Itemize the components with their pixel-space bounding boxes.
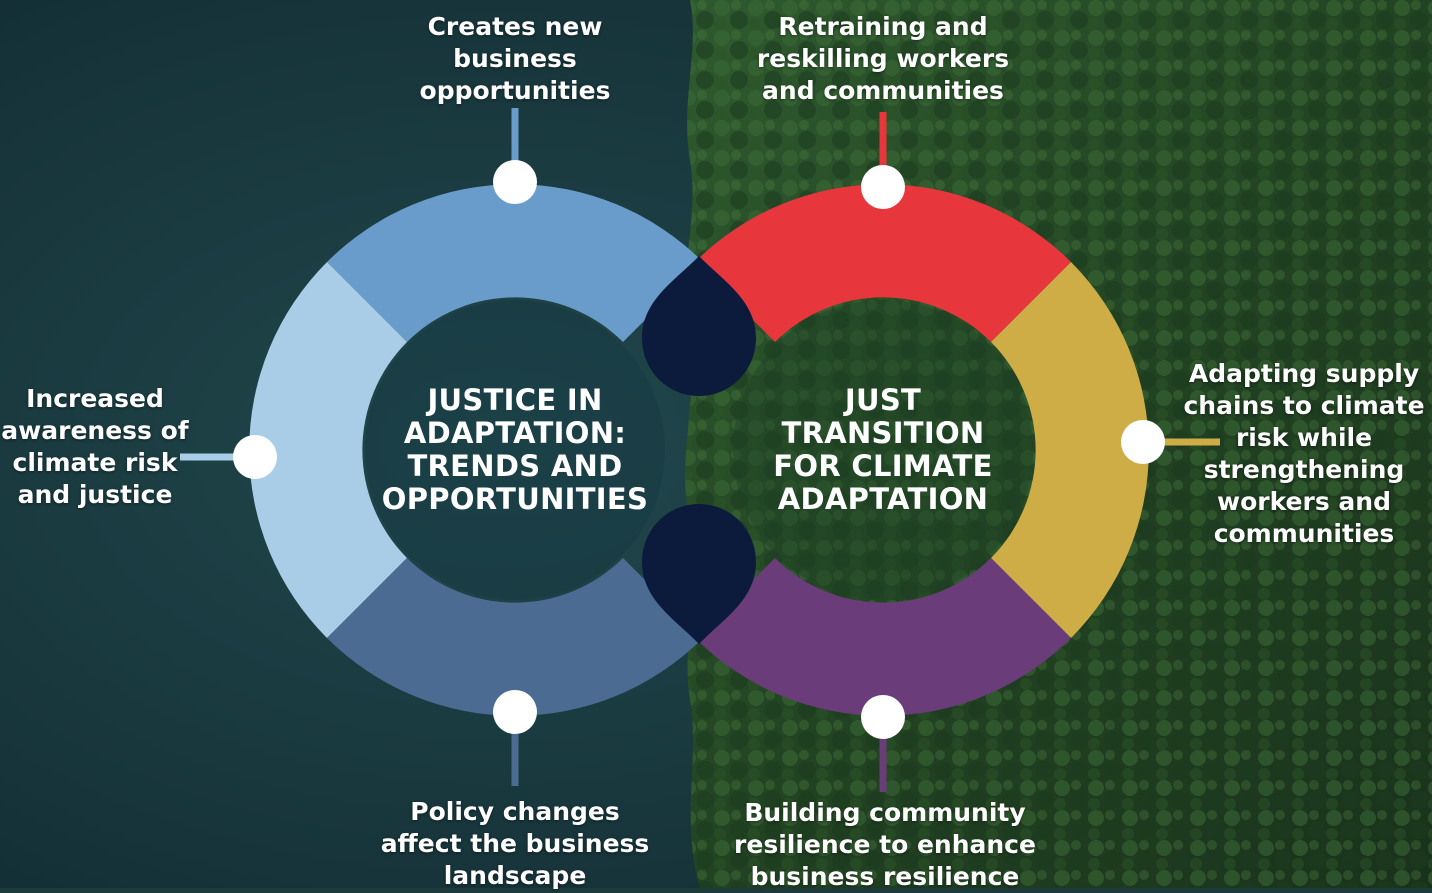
label-line: Retraining and bbox=[778, 12, 988, 41]
label-retraining-reskilling: Retraining and reskilling workers and co… bbox=[733, 11, 1033, 107]
label-line: business bbox=[453, 44, 577, 73]
node-dot-right-side bbox=[1121, 420, 1165, 464]
ring-segment-right-top bbox=[695, 184, 1071, 342]
right-loop-title-line: JUST bbox=[844, 383, 922, 417]
label-line: affect the business bbox=[380, 829, 650, 858]
label-line: and justice bbox=[17, 480, 173, 509]
label-line: chains to climate bbox=[1183, 391, 1425, 420]
ring-segment-right-bottom bbox=[695, 558, 1071, 716]
label-line: Increased bbox=[26, 384, 164, 413]
label-increased-awareness: Increased awareness of climate risk and … bbox=[0, 383, 190, 511]
label-line: resilience to enhance bbox=[734, 830, 1036, 859]
label-line: opportunities bbox=[419, 76, 611, 105]
label-line: landscape bbox=[443, 861, 587, 890]
label-policy-changes: Policy changes affect the business lands… bbox=[365, 796, 665, 892]
label-line: communities bbox=[1213, 519, 1395, 548]
node-dot-left-bottom bbox=[493, 690, 537, 734]
right-loop-title-line: TRANSITION bbox=[781, 416, 985, 450]
node-dot-right-bottom bbox=[861, 695, 905, 739]
label-line: workers and bbox=[1217, 487, 1391, 516]
left-loop-title-line: JUSTICE IN bbox=[427, 383, 603, 417]
right-ring-hole bbox=[733, 300, 1033, 600]
ring-segment-left-top bbox=[327, 184, 703, 342]
right-loop-title: JUST TRANSITION FOR CLIMATE ADAPTATION bbox=[733, 384, 1033, 516]
ring-segment-left-bottom bbox=[327, 558, 703, 716]
left-loop-title: JUSTICE IN ADAPTATION: TRENDS AND OPPORT… bbox=[365, 384, 665, 516]
label-line: Creates new bbox=[427, 12, 603, 41]
right-loop-title-line: ADAPTATION bbox=[777, 482, 989, 516]
label-line: Building community bbox=[744, 798, 1026, 827]
left-ring-hole bbox=[365, 300, 665, 600]
label-line: business resilience bbox=[750, 862, 1020, 891]
label-line: and communities bbox=[762, 76, 1004, 105]
left-loop-title-line: OPPORTUNITIES bbox=[381, 482, 649, 516]
right-loop-title-line: FOR CLIMATE bbox=[773, 449, 993, 483]
node-dot-left-side bbox=[233, 435, 277, 479]
ring-segment-right-side bbox=[991, 262, 1149, 638]
left-loop-title-line: TRENDS AND bbox=[407, 449, 623, 483]
label-line: climate risk bbox=[12, 448, 178, 477]
ring-segment-left-side bbox=[249, 262, 407, 638]
label-line: reskilling workers bbox=[756, 44, 1010, 73]
node-dot-right-top bbox=[861, 165, 905, 209]
crossover-drop-bottom bbox=[642, 504, 756, 644]
label-building-community-resilience: Building community resilience to enhance… bbox=[715, 797, 1055, 893]
crossover-drop-top bbox=[642, 256, 756, 396]
label-creates-new-business-opportunities: Creates new business opportunities bbox=[385, 11, 645, 107]
label-line: Policy changes bbox=[410, 797, 620, 826]
left-loop-title-line: ADAPTATION: bbox=[403, 416, 627, 450]
node-dot-left-top bbox=[493, 160, 537, 204]
label-line: strengthening bbox=[1203, 455, 1405, 484]
label-line: risk while bbox=[1235, 423, 1373, 452]
label-line: awareness of bbox=[1, 416, 189, 445]
label-line: Adapting supply bbox=[1188, 359, 1420, 388]
label-adapting-supply-chains: Adapting supply chains to climate risk w… bbox=[1178, 358, 1430, 550]
